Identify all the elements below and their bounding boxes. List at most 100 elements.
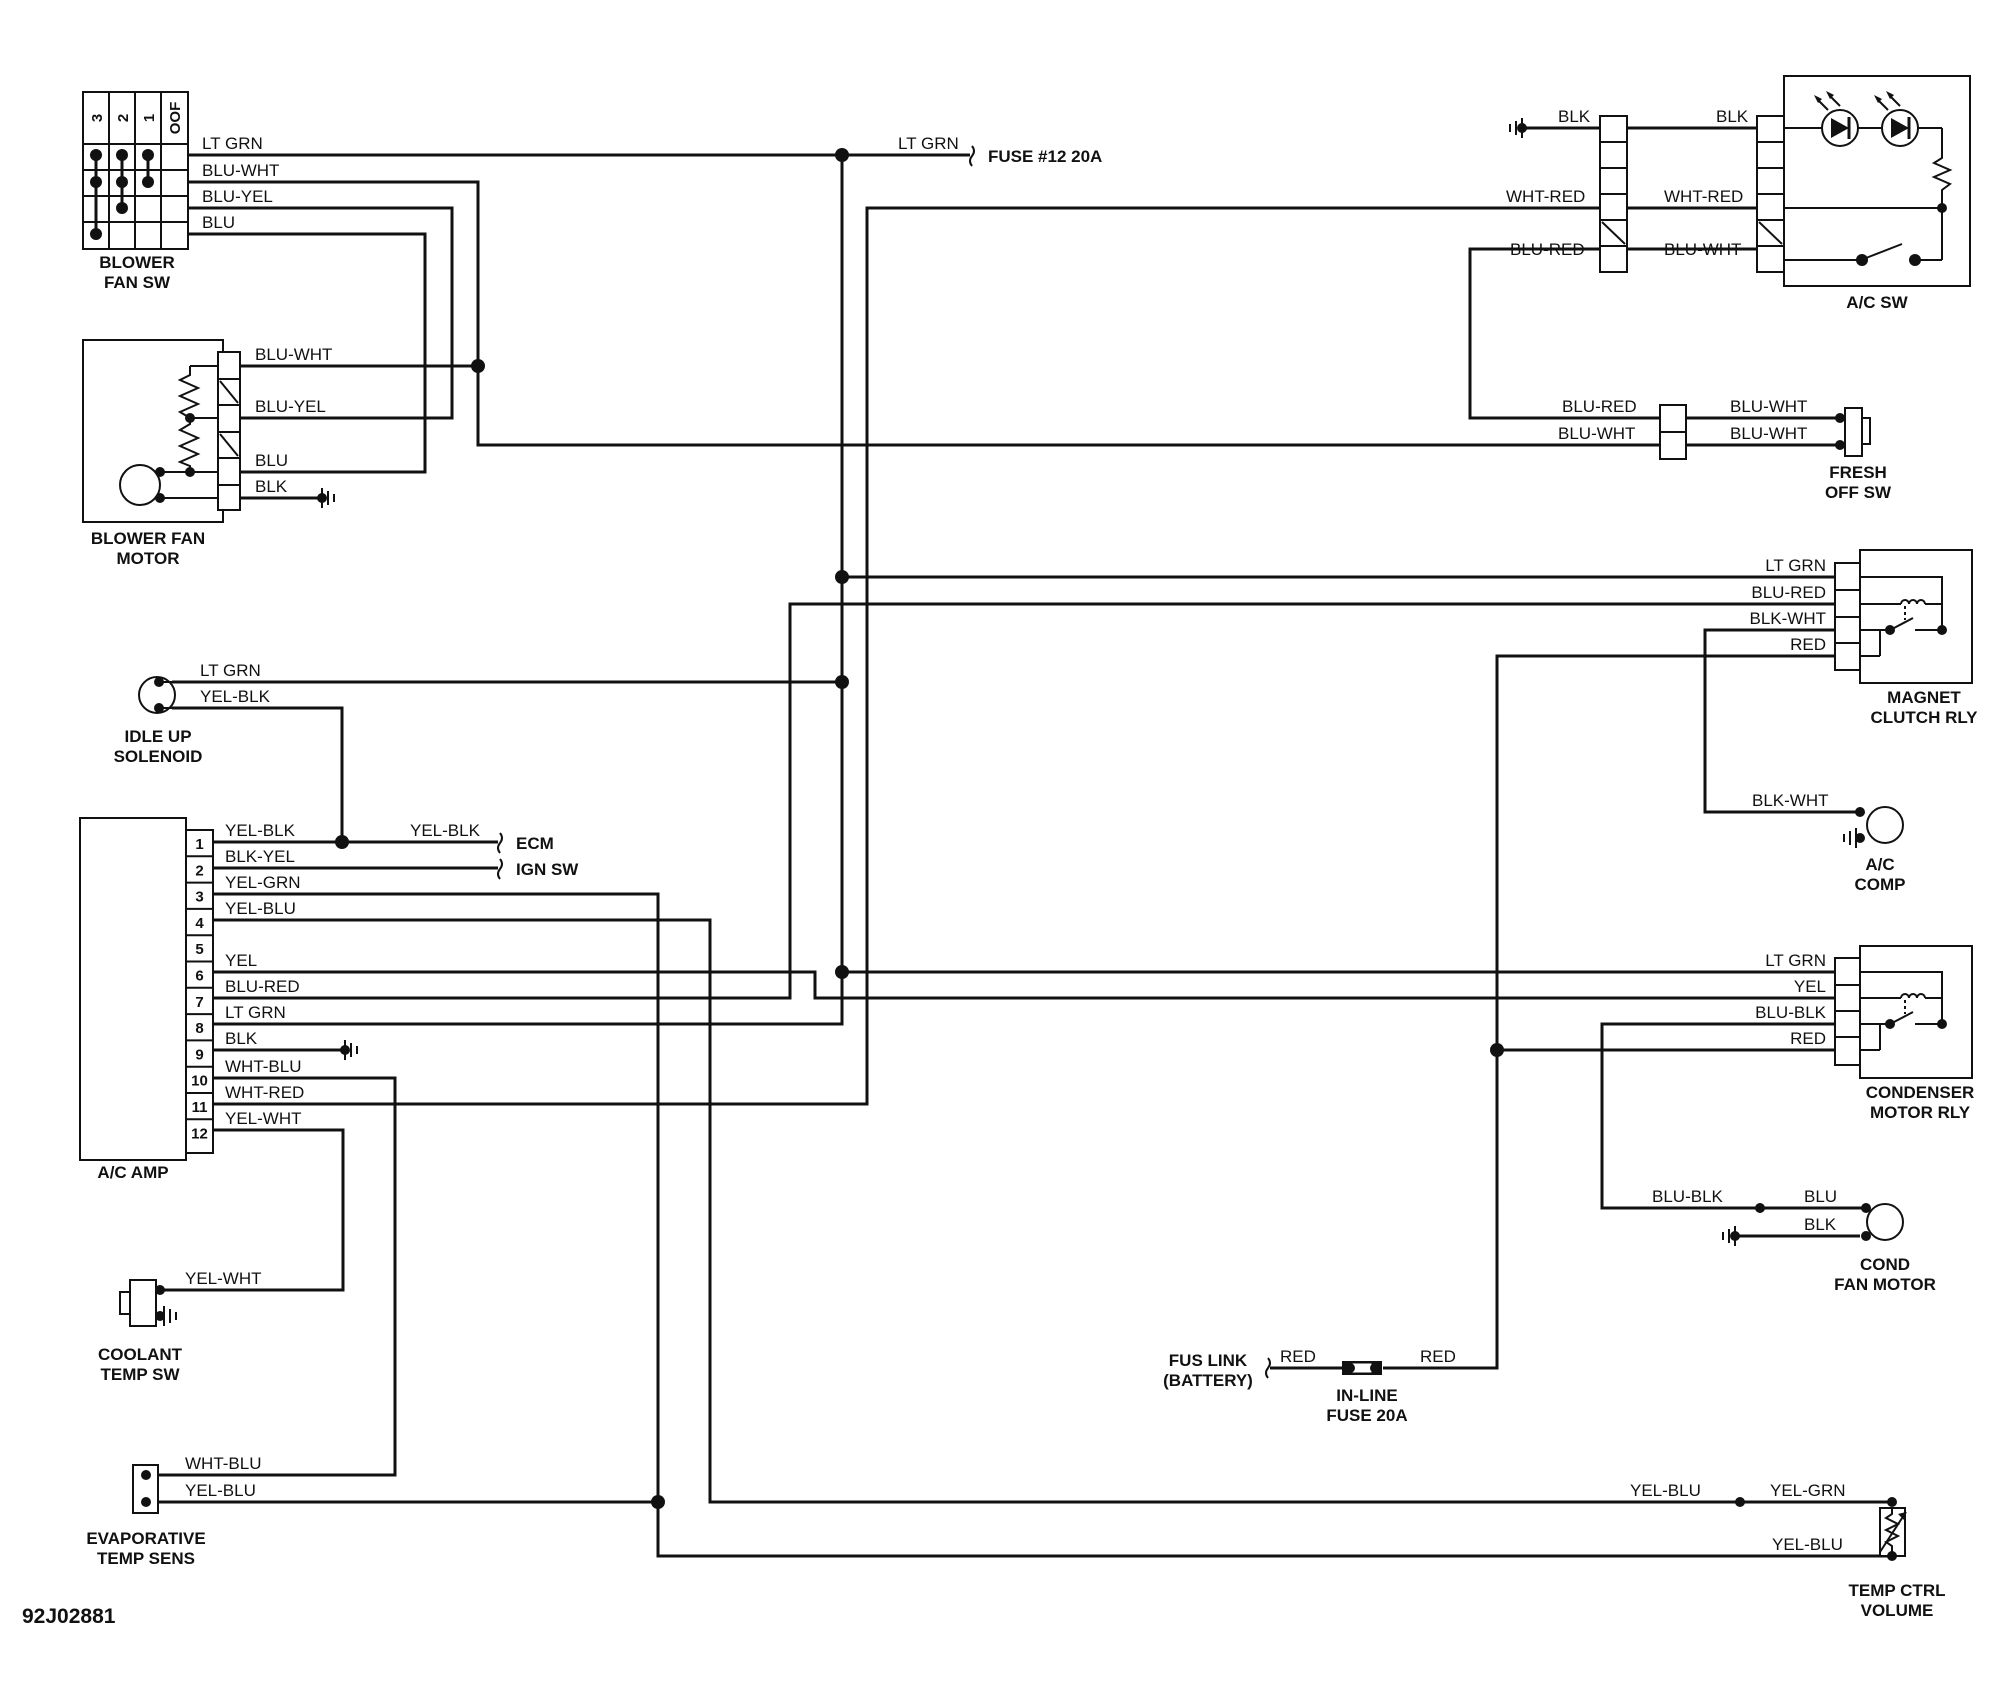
ac-switch: A/C SW: [1509, 75, 1971, 312]
blower-fan-switch: 3 2 1 OOF BLOWER FAN SW: [82, 91, 189, 292]
wire-blk-wht-comp: [1703, 628, 1860, 814]
ac-amp-label: A/C AMP: [97, 1163, 168, 1182]
wire-label: BLU: [202, 213, 235, 232]
wire-label: LT GRN: [1765, 556, 1826, 575]
magnet-clutch-rly-label: MAGNET: [1887, 688, 1961, 707]
ac-amp-pin-number: 4: [195, 915, 204, 932]
wire-label: LT GRN: [225, 1003, 286, 1022]
wire-label: BLU-WHT: [1664, 240, 1741, 259]
wire-yel-grn: [213, 892, 1892, 1558]
wire-label: BLK: [1804, 1215, 1837, 1234]
ac-comp-label: A/C: [1865, 855, 1894, 874]
wire-label: BLU: [1804, 1187, 1837, 1206]
condenser-fan-motor: COND FAN MOTOR: [1722, 1203, 1936, 1294]
wire-blu-switch: [188, 232, 427, 474]
motor-icon: [119, 464, 161, 506]
coolant-temp-sw-label: COOLANT: [98, 1345, 183, 1364]
wire-wht-red-acsw: [213, 206, 1600, 1106]
fresh-off-switch: FRESH OFF SW: [1659, 404, 1892, 502]
fuse12-label: FUSE #12 20A: [988, 147, 1102, 166]
blower-fan-sw-label: FAN SW: [104, 273, 171, 292]
wire-label: YEL-BLU: [225, 899, 296, 918]
junction-dot: [835, 570, 849, 584]
wire-label: BLK: [1558, 107, 1591, 126]
evaporative-temp-sens-label: TEMP SENS: [97, 1549, 195, 1568]
in-line-fuse-label: IN-LINE: [1336, 1386, 1397, 1405]
wire-label: BLU-WHT: [1730, 424, 1807, 443]
wires: [156, 126, 1892, 1558]
condenser-motor-rly-label: CONDENSER: [1866, 1083, 1975, 1102]
wire-label: YEL-BLU: [1772, 1535, 1843, 1554]
wire-label: WHT-RED: [1664, 187, 1743, 206]
wire-label: BLK: [255, 477, 288, 496]
junctions: [335, 148, 1504, 1509]
wire-red-mc: [1383, 654, 1835, 1370]
connector-tilde-icon: [497, 832, 503, 854]
blower-fan-motor-label: BLOWER FAN: [91, 529, 205, 548]
ac-amp-pin-number: 1: [195, 836, 203, 853]
wire-yel-blu: [213, 918, 1892, 1504]
ac-compressor: A/C COMP: [1843, 806, 1906, 894]
destinations: FUSE #12 20A ECM IGN SW: [497, 145, 1102, 880]
fus-link-label: (BATTERY): [1163, 1371, 1253, 1390]
wire-label: LT GRN: [202, 134, 263, 153]
wire-label: BLK: [1716, 107, 1749, 126]
led-icon: [1874, 91, 1919, 147]
fus-link-label: FUS LINK: [1169, 1351, 1248, 1370]
wire-label: LT GRN: [200, 661, 261, 680]
in-line-fuse-label: FUSE 20A: [1326, 1406, 1407, 1425]
junction-dot: [835, 148, 849, 162]
wire-label: YEL-BLK: [200, 687, 271, 706]
temp-ctrl-volume-label: TEMP CTRL: [1849, 1581, 1946, 1600]
wire-blu-red-mc: [213, 602, 1835, 1000]
wire-lt-grn-bus: [213, 155, 844, 1026]
ac-amp-pin-number: 9: [195, 1046, 203, 1063]
wire-label: BLU: [255, 451, 288, 470]
wire-label: BLU-RED: [225, 977, 300, 996]
ac-amp-pin-number: 11: [192, 1099, 208, 1116]
fresh-off-sw-label: FRESH: [1829, 463, 1887, 482]
motor-icon: [1866, 1203, 1904, 1241]
idle-up-solenoid: IDLE UP SOLENOID: [114, 676, 203, 766]
compressor-icon: [1866, 806, 1904, 844]
ac-amp-pin-number: 10: [191, 1073, 208, 1090]
switch-contact-icon: [1865, 243, 1903, 259]
wire-blu-yel-switch: [188, 206, 454, 420]
wire-label: LT GRN: [898, 134, 959, 153]
switch-position-label: OOF: [167, 102, 184, 135]
relay-coil-icon: [1860, 971, 1943, 1051]
ac-amp-pin-number: 5: [195, 941, 203, 958]
wire-yel-wht: [160, 1128, 345, 1292]
condenser-motor-rly-label: MOTOR RLY: [1870, 1103, 1971, 1122]
connector-tilde-icon: [497, 858, 503, 880]
wire-label: BLU-RED: [1751, 583, 1826, 602]
evaporative-temp-sensor: EVAPORATIVE TEMP SENS: [86, 1464, 206, 1568]
wire-label: LT GRN: [1765, 951, 1826, 970]
ac-amp-pin-number: 12: [191, 1125, 208, 1142]
connector-tilde-icon: [969, 145, 975, 167]
wire-label: WHT-BLU: [225, 1057, 302, 1076]
ac-amp-pin-number: 3: [195, 889, 203, 906]
wire-label: RED: [1280, 1347, 1316, 1366]
junction-dot: [835, 675, 849, 689]
coolant-temp-sw-label: TEMP SW: [100, 1365, 180, 1384]
ac-sw-label: A/C SW: [1846, 293, 1908, 312]
condenser-motor-relay: CONDENSER MOTOR RLY: [1834, 945, 1975, 1122]
junction-dot: [835, 965, 849, 979]
cond-fan-motor-label: FAN MOTOR: [1834, 1275, 1936, 1294]
junction-dot: [471, 359, 485, 373]
wire-blu-red-acsw: [1468, 247, 1660, 420]
wire-label: BLU-WHT: [255, 345, 332, 364]
wire-label: YEL-GRN: [1770, 1481, 1846, 1500]
temp-ctrl-volume-label: VOLUME: [1861, 1601, 1934, 1620]
junction-dot: [1490, 1043, 1504, 1057]
idle-up-solenoid-label: SOLENOID: [114, 747, 203, 766]
wire-label: BLU-RED: [1562, 397, 1637, 416]
wire-label: YEL: [1794, 977, 1826, 996]
resistor-icon: [1931, 128, 1953, 208]
wire-yel-cr: [213, 970, 1835, 1000]
evaporative-temp-sens-label: EVAPORATIVE: [86, 1529, 205, 1548]
blower-fan-motor-label: MOTOR: [117, 549, 180, 568]
